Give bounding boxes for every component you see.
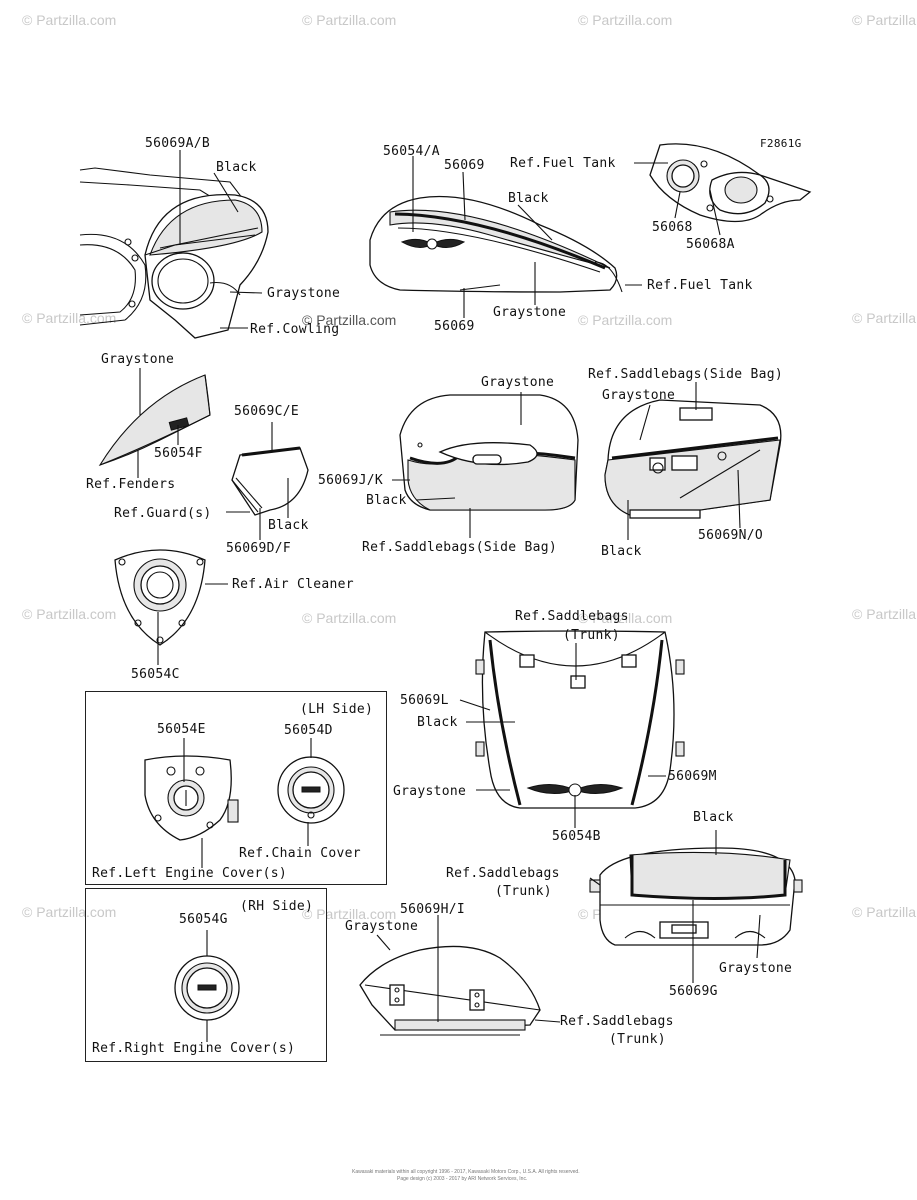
reference-label: Ref.Chain Cover [239, 846, 361, 861]
color-label: Black [693, 810, 734, 825]
watermark: © Partzilla.com [578, 12, 673, 28]
reference-label: Ref.Saddlebags [446, 866, 560, 881]
color-label: Graystone [602, 388, 676, 403]
group-label: (LH Side) [300, 702, 374, 717]
reference-label: Ref.Air Cleaner [232, 577, 354, 592]
color-label: Graystone [345, 919, 419, 934]
part-label: 56054D [284, 723, 333, 738]
part-label: 56054B [552, 829, 601, 844]
watermark: © Partzilla.com [22, 904, 117, 920]
color-label: Black [508, 191, 549, 206]
figure-code: F2861G [760, 137, 802, 150]
trunk-top-illustration [589, 847, 803, 946]
fender-illustration [98, 374, 211, 467]
part-label: 56069 [444, 158, 485, 173]
trunk-side-illustration [359, 945, 541, 1036]
reference-label: Ref.Saddlebags(Side Bag) [362, 540, 558, 555]
color-label: Graystone [493, 305, 567, 320]
color-label: Black [601, 544, 642, 559]
chain-cover-illustration [277, 756, 345, 824]
reference-label: (Trunk) [609, 1032, 666, 1047]
reference-label: Ref.Saddlebags(Side Bag) [588, 367, 784, 382]
reference-label: Ref.Fuel Tank [647, 278, 753, 293]
part-label: 56069A/B [145, 136, 211, 151]
trunk-front-illustration [475, 630, 685, 809]
watermark: © Partzilla.com [302, 906, 397, 922]
saddlebag-left-illustration [399, 394, 579, 511]
color-label: Graystone [101, 352, 175, 367]
part-label: 56069G [669, 984, 718, 999]
watermark: © Partzilla.com [852, 12, 917, 28]
part-label: 56069D/F [226, 541, 292, 556]
fuel-tank-illustration [369, 195, 623, 293]
color-label: Black [268, 518, 309, 533]
part-label: 56054F [154, 446, 203, 461]
part-label: 56069N/O [698, 528, 764, 543]
guard-illustration [231, 446, 309, 516]
color-label: Graystone [393, 784, 467, 799]
right-engine-cover-illustration [174, 955, 240, 1021]
watermark: © Partzilla.com [302, 312, 397, 328]
part-label: 56068 [652, 220, 693, 235]
part-label: 56069H/I [400, 902, 466, 917]
color-label: Graystone [267, 286, 341, 301]
watermark: © Partzilla.com [852, 310, 917, 326]
reference-label: Ref.Cowling [250, 322, 340, 337]
reference-label: (Trunk) [563, 628, 620, 643]
color-label: Black [216, 160, 257, 175]
rh-side-group-box [85, 888, 327, 1062]
group-label: (RH Side) [240, 899, 314, 914]
left-engine-cover-illustration [144, 755, 239, 841]
watermark: © Partzilla.com [22, 606, 117, 622]
part-label: 56054E [157, 722, 206, 737]
cowling-illustration [79, 167, 269, 339]
part-label: 56068A [686, 237, 735, 252]
watermark: © Partzilla.com [578, 312, 673, 328]
air-cleaner-illustration [114, 549, 206, 646]
reference-label: Ref.Fuel Tank [510, 156, 616, 171]
reference-label: Ref.Guard(s) [114, 506, 212, 521]
color-label: Black [417, 715, 458, 730]
part-label: 56069L [400, 693, 449, 708]
copyright-footer: Page design (c) 2003 - 2017 by ARI Netwo… [397, 1176, 528, 1182]
part-label: 56069J/K [318, 473, 384, 488]
watermark: © Partzilla.com [22, 12, 117, 28]
color-label: Black [366, 493, 407, 508]
reference-label: Ref.Left Engine Cover(s) [92, 866, 288, 881]
reference-label: Ref.Saddlebags [560, 1014, 674, 1029]
copyright-footer: Kawasaki materials within all copyright … [352, 1169, 580, 1175]
watermark: © Partzilla.com [578, 610, 673, 626]
part-label: 56069M [668, 769, 717, 784]
part-label: 56054C [131, 667, 180, 682]
reference-label: (Trunk) [495, 884, 552, 899]
reference-label: Ref.Right Engine Cover(s) [92, 1041, 296, 1056]
watermark: © Partzilla.com [302, 610, 397, 626]
part-label: 56054G [179, 912, 228, 927]
saddlebag-right-illustration [604, 399, 782, 519]
color-label: Graystone [481, 375, 555, 390]
watermark: © Partzilla.com [852, 606, 917, 622]
lh-side-group-box [85, 691, 387, 885]
part-label: 56054/A [383, 144, 440, 159]
part-label: 56069C/E [234, 404, 300, 419]
reference-label: Ref.Fenders [86, 477, 176, 492]
watermark: © Partzilla.com [302, 12, 397, 28]
reference-label: Ref.Saddlebags [515, 609, 629, 624]
color-label: Graystone [719, 961, 793, 976]
watermark: © Partzilla.com [852, 904, 917, 920]
fuel-cap-detail-illustration [649, 143, 812, 223]
part-label: 56069 [434, 319, 475, 334]
